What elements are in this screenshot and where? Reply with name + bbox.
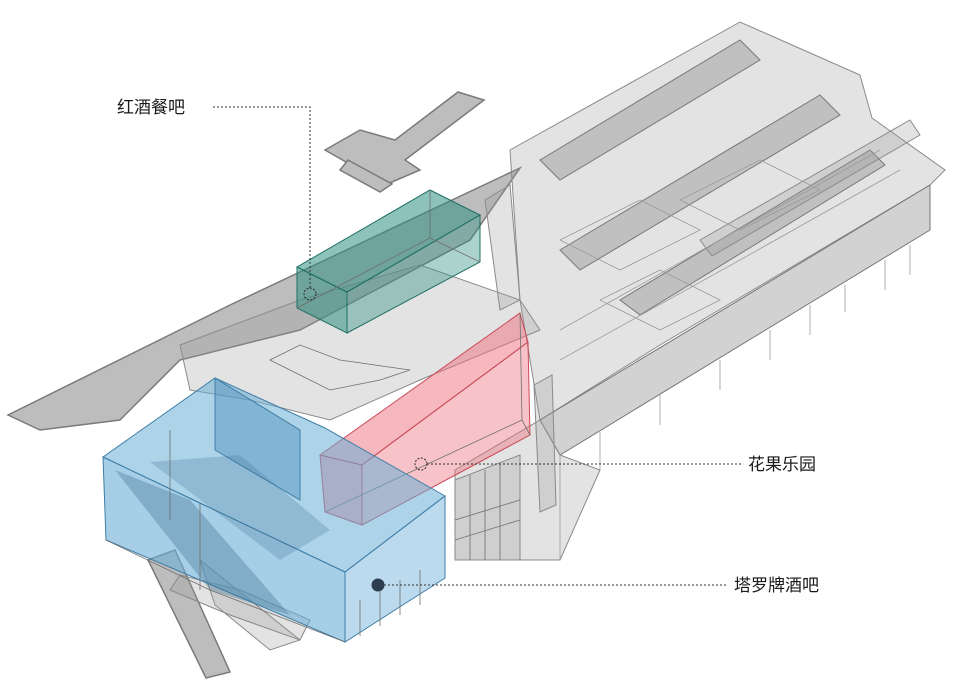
- tarot-bar-label: 塔罗牌酒吧: [734, 576, 819, 596]
- walkway-lower: [338, 159, 394, 193]
- atrium-opening: [269, 344, 411, 391]
- tarot-shadow-band-1: [115, 470, 290, 615]
- wine-bar-label: 红酒餐吧: [117, 98, 185, 118]
- main-hall-roof: [509, 21, 946, 421]
- vertical-core: [533, 374, 557, 513]
- tarot-shadow-band-2: [150, 455, 330, 560]
- glass-wedge: [484, 184, 521, 311]
- callout-flower-garden: 花果乐园: [414, 455, 816, 475]
- building-mass: [6, 21, 946, 679]
- roof-ridge-1: [539, 39, 761, 181]
- front-glazing: [454, 454, 521, 561]
- wine-bar-leader: [213, 106, 311, 288]
- tarot-bar-marker: [371, 578, 385, 592]
- callout-wine-bar: 红酒餐吧: [117, 98, 317, 301]
- tarot-bar-upper: [214, 377, 301, 501]
- garden-label: 花果乐园: [748, 455, 816, 475]
- roof-ridge-4: [699, 119, 921, 257]
- facade-grid: [559, 149, 911, 560]
- roof-ridge-2: [559, 94, 841, 271]
- tarot-bar-side: [344, 494, 446, 643]
- callout-tarot-bar: 塔罗牌酒吧: [371, 576, 819, 596]
- tarot-bar-volume: [102, 377, 446, 643]
- wine-bar-marker: [303, 287, 317, 301]
